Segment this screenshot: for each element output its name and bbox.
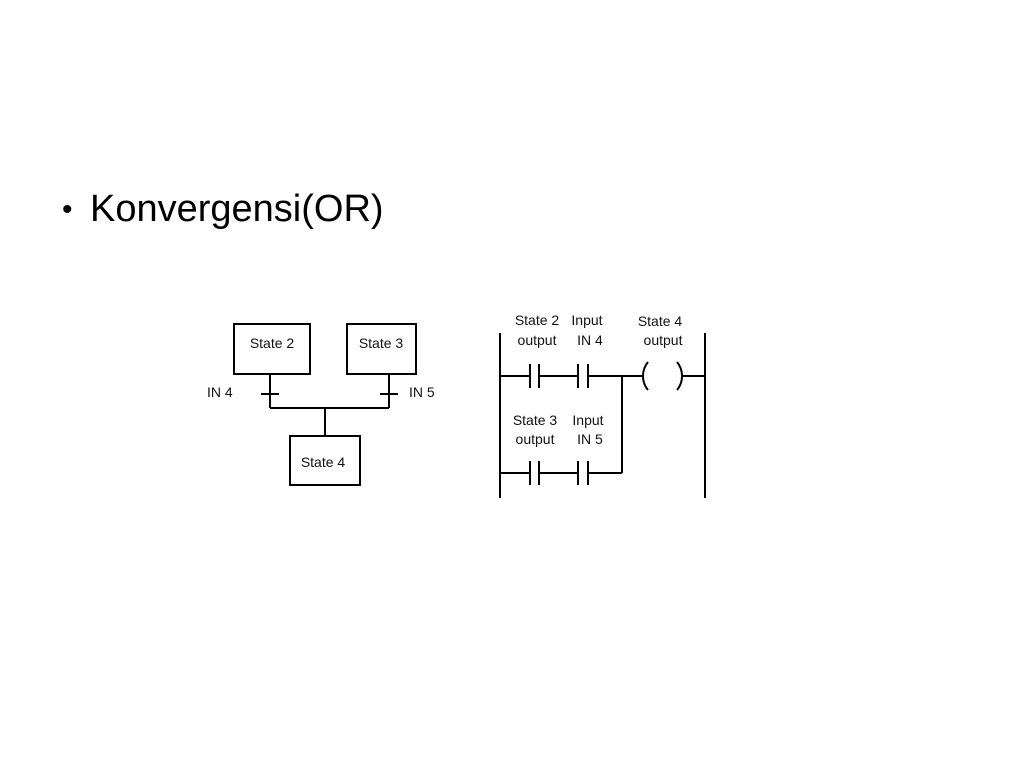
rung2-contact1-label-1: State 3 [513,412,558,428]
bullet-symbol: • [62,192,73,226]
state-2-box [233,323,311,375]
rung2-contact2-label-1: Input [572,412,603,428]
state-3-label: State 3 [359,335,404,351]
bullet-text: Konvergensi(OR) [90,188,384,230]
rung2-contact1-label-2: output [516,431,555,447]
rung1-contact2-label-2: IN 4 [577,332,603,348]
ladder-diagram [499,333,706,498]
coil-left-arc [641,361,649,391]
state-4-label: State 4 [301,454,346,470]
rung2-contact2-label-2: IN 5 [577,431,603,447]
transition-label-in4: IN 4 [207,384,233,400]
state-3-box [346,323,417,375]
rung1-contact2-label-1: Input [571,312,602,328]
rung1-contact1-label-1: State 2 [515,312,560,328]
state-2-label: State 2 [250,335,295,351]
coil-right-arc [676,361,684,391]
transition-label-in5: IN 5 [409,384,435,400]
bullet-item: • Konvergensi(OR) [62,188,384,231]
coil-label-1: State 4 [638,313,683,329]
sfc-diagram [233,323,417,486]
rung1-contact1-label-2: output [518,332,557,348]
coil-label-2: output [644,332,683,348]
